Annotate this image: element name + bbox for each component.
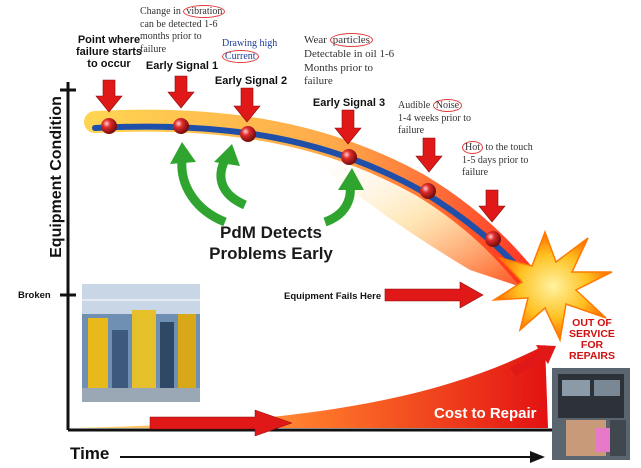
explosion-burst-icon: [491, 229, 613, 343]
marker-hot: [485, 231, 501, 247]
green-arrow-2: [216, 155, 247, 210]
arrow-failure-start: [95, 79, 123, 113]
vibration-note: Change in vibration can be detected 1-6 …: [140, 5, 228, 56]
marker-noise: [420, 183, 436, 199]
repair-photo-icon: [552, 368, 630, 460]
marker-failure-start: [101, 118, 117, 134]
green-arrow-1: [177, 159, 227, 227]
arrow-signal-2: [233, 87, 261, 123]
signal-markers: [101, 118, 501, 247]
x-axis-label: Time: [70, 444, 110, 463]
current-note: Drawing high Current: [222, 38, 284, 63]
signal-arrows: [95, 75, 506, 309]
arrow-noise: [415, 137, 443, 173]
pdm-green-arrowheads: [170, 142, 364, 190]
vibration-circled: vibration: [183, 5, 226, 18]
current-circled: Current: [222, 49, 259, 63]
particles-note: Wear particles Detectable in oil 1-6 Mon…: [304, 33, 402, 89]
time-arrow-head: [530, 451, 545, 463]
out-of-service-arrow: [510, 345, 556, 376]
arrow-fails: [384, 281, 484, 309]
cost-arrow: [149, 409, 293, 437]
green-head-2: [214, 144, 240, 166]
vibration-note-post: can be detected 1-6 months prior to fail…: [140, 18, 218, 55]
particles-note-pre: Wear: [304, 34, 330, 46]
particles-note-post: Detectable in oil 1-6 Months prior to fa…: [304, 47, 395, 88]
early-signal-2-label: Early Signal 2: [214, 75, 288, 87]
pdm-detects-label: PdM Detects Problems Early: [209, 223, 333, 264]
cost-to-repair-label: Cost to Repair: [434, 405, 537, 422]
out-of-service-label: OUT OF SERVICE FOR REPAIRS: [569, 317, 615, 363]
degradation-shade: [300, 150, 560, 300]
marker-signal-2: [240, 126, 256, 142]
green-head-3: [338, 168, 364, 190]
marker-signal-3: [341, 149, 357, 165]
arrow-signal-1: [167, 75, 195, 109]
marker-signal-1: [173, 118, 189, 134]
noise-note: Audible Noise 1-4 weeks prior to failure: [398, 99, 472, 138]
noise-note-pre: Audible: [398, 100, 433, 111]
particles-circled: particles: [329, 33, 373, 47]
hot-note-post: to the touch 1-5 days prior to failure: [462, 142, 533, 178]
early-signal-1-label: Early Signal 1: [145, 60, 219, 72]
cost-wedge: [70, 345, 548, 428]
noise-note-post: 1-4 weeks prior to failure: [398, 112, 472, 137]
y-axis-label: Equipment Condition: [48, 96, 65, 258]
broken-label: Broken: [18, 290, 51, 301]
hot-note: Hot to the touch 1-5 days prior to failu…: [462, 141, 542, 180]
vibration-note-pre: Change in: [140, 6, 184, 17]
equipment-fails-label: Equipment Fails Here: [284, 291, 382, 302]
green-head-1: [170, 142, 196, 164]
arrow-signal-3: [334, 109, 362, 145]
factory-photo-icon: [82, 284, 200, 402]
early-signal-3-label: Early Signal 3: [312, 97, 386, 109]
current-note-pre: Drawing high: [222, 38, 278, 49]
noise-circled: Noise: [432, 99, 463, 112]
failure-start-label: Point where failure starts to occur: [75, 34, 143, 71]
green-arrow-3: [323, 184, 355, 227]
arrow-hot: [478, 189, 506, 223]
hot-circled: Hot: [462, 141, 483, 154]
